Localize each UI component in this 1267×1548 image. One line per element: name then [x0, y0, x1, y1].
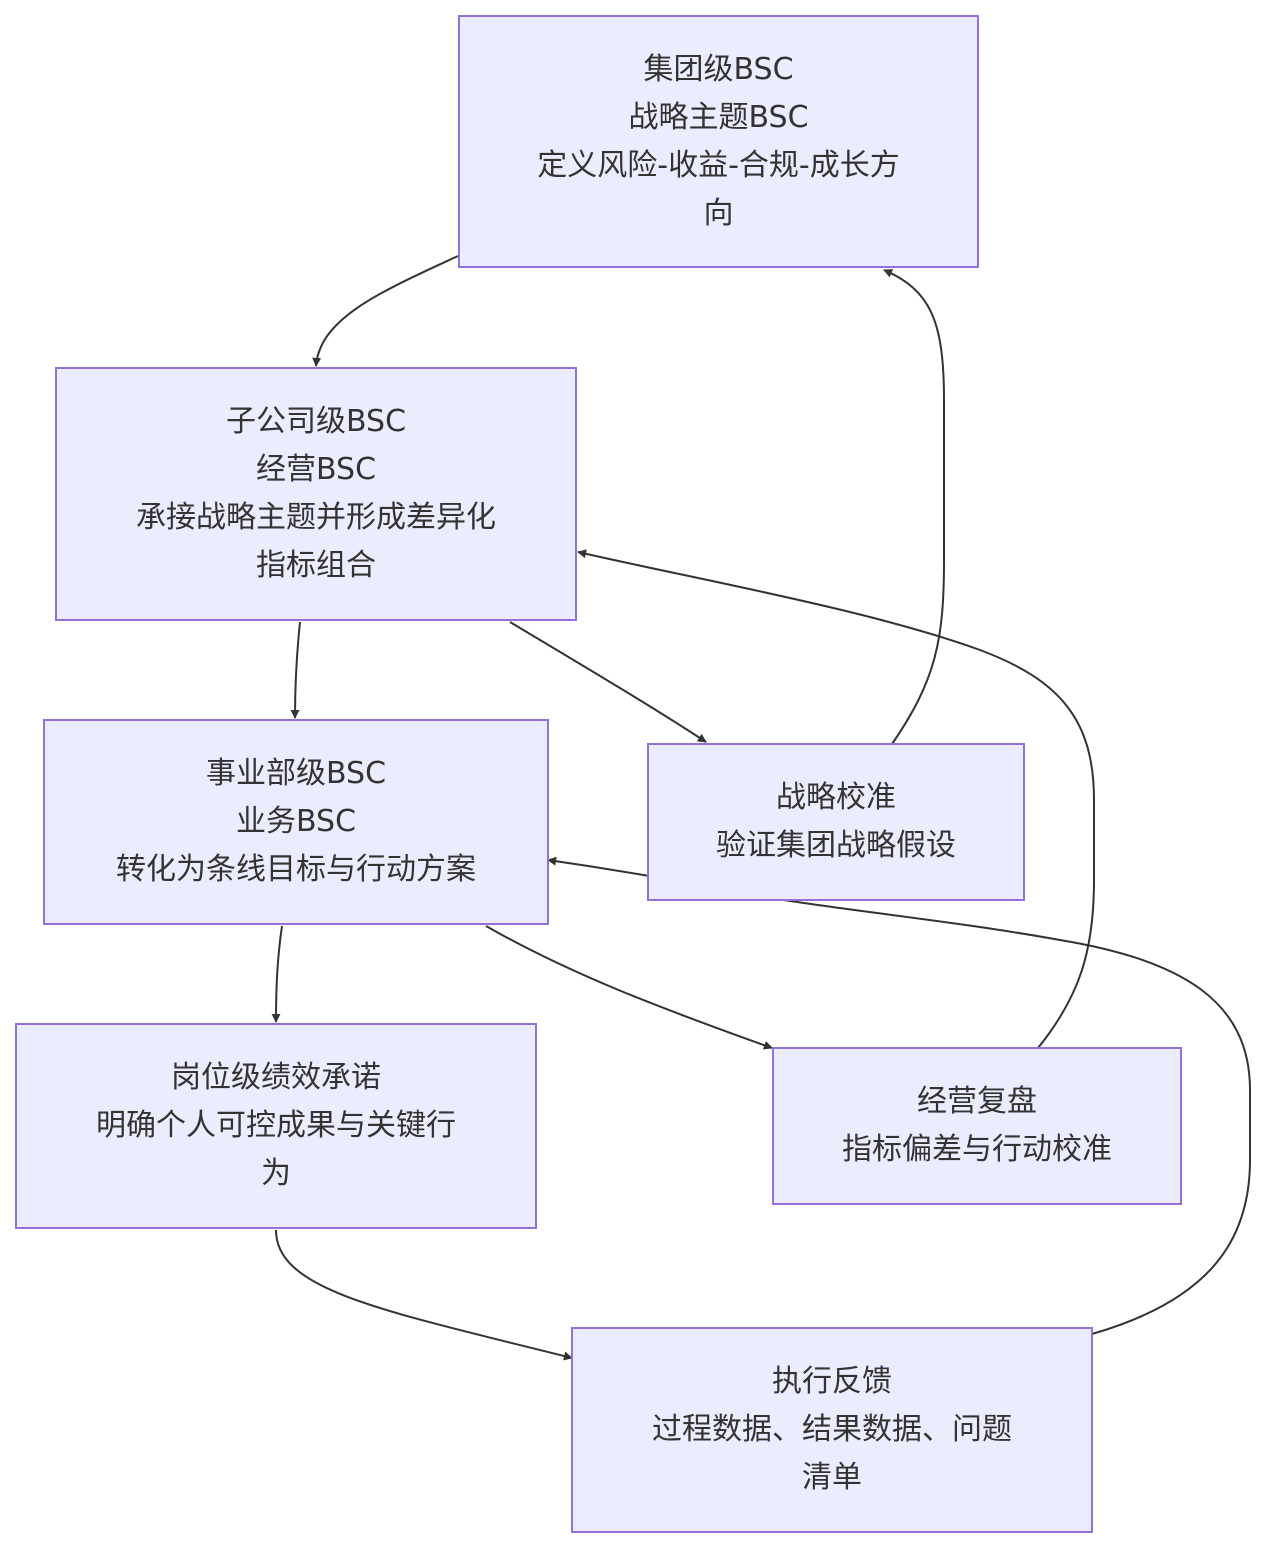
- node-group-bsc-line-4: 向: [703, 195, 734, 231]
- node-strategy-calibration-line-2: 验证集团战略假设: [716, 828, 956, 863]
- node-division-bsc-line-1: 事业部级BSC: [205, 756, 387, 791]
- node-subsidiary-bsc[interactable]: 子公司级BSC 经营BSC 承接战略主题并形成差异化 指标组合: [55, 367, 577, 621]
- node-division-bsc-line-3: 转化为条线目标与行动方案: [116, 852, 476, 887]
- node-strategy-calibration-line-1: 战略校准: [776, 780, 896, 815]
- edge-review-to-subsidiary: [577, 549, 1095, 1049]
- node-group-bsc-line-2: 战略主题BSC: [628, 99, 809, 135]
- node-group-bsc-line-1: 集团级BSC: [643, 51, 794, 87]
- node-strategy-calibration[interactable]: 战略校准 验证集团战略假设: [647, 743, 1025, 901]
- edge-subsidiary-to-division: [290, 621, 301, 719]
- node-position-commitment-line-3: 为: [261, 1156, 291, 1191]
- edge-group-to-subsidiary: [312, 255, 459, 367]
- node-subsidiary-bsc-line-4: 指标组合: [256, 548, 376, 583]
- node-group-bsc-line-3: 定义风险-收益-合规-成长方: [537, 147, 900, 183]
- edge-division-to-review: [485, 925, 773, 1050]
- edge-position-to-feedback: [275, 1229, 573, 1361]
- node-subsidiary-bsc-line-3: 承接战略主题并形成差异化: [136, 500, 496, 535]
- node-execution-feedback-line-3: 清单: [802, 1460, 862, 1495]
- node-subsidiary-bsc-line-1: 子公司级BSC: [225, 404, 407, 439]
- node-operation-review-line-1: 经营复盘: [917, 1084, 1037, 1119]
- node-position-commitment[interactable]: 岗位级绩效承诺 明确个人可控成果与关键行 为: [15, 1023, 537, 1229]
- node-group-bsc[interactable]: 集团级BSC 战略主题BSC 定义风险-收益-合规-成长方 向: [458, 15, 979, 268]
- node-position-commitment-line-1: 岗位级绩效承诺: [171, 1060, 381, 1095]
- node-operation-review[interactable]: 经营复盘 指标偏差与行动校准: [772, 1047, 1182, 1205]
- node-division-bsc[interactable]: 事业部级BSC 业务BSC 转化为条线目标与行动方案: [43, 719, 549, 925]
- node-division-bsc-line-2: 业务BSC: [235, 804, 357, 839]
- node-execution-feedback-line-2: 过程数据、结果数据、问题: [652, 1412, 1012, 1447]
- node-operation-review-line-2: 指标偏差与行动校准: [842, 1132, 1112, 1167]
- node-execution-feedback-line-1: 执行反馈: [772, 1364, 892, 1399]
- edge-calibration-to-group: [883, 269, 945, 745]
- node-position-commitment-line-2: 明确个人可控成果与关键行: [96, 1108, 456, 1143]
- edge-subsidiary-to-calibration: [509, 621, 707, 743]
- node-execution-feedback[interactable]: 执行反馈 过程数据、结果数据、问题 清单: [571, 1327, 1093, 1533]
- node-subsidiary-bsc-line-2: 经营BSC: [255, 452, 377, 487]
- edge-division-to-position: [271, 925, 283, 1023]
